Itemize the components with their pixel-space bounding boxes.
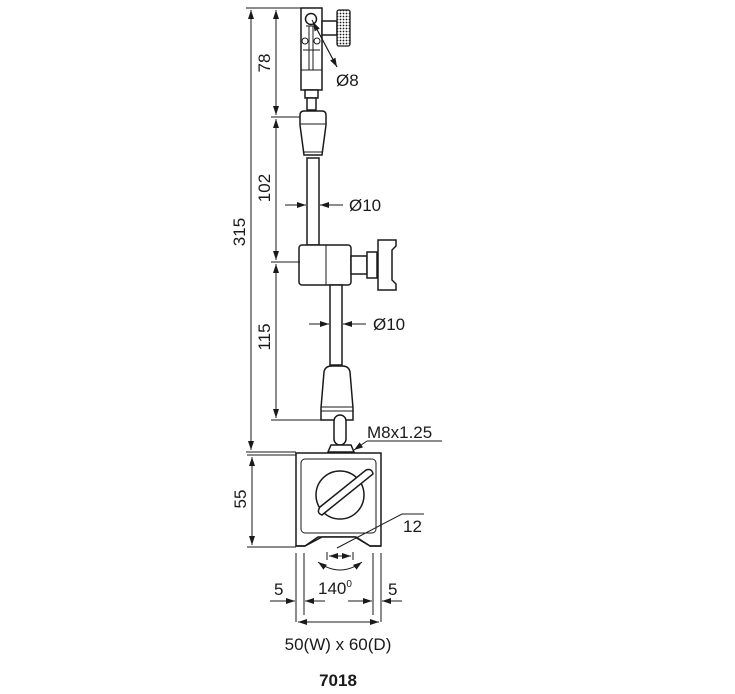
ball-joint xyxy=(333,414,347,446)
center-clamp xyxy=(298,239,397,291)
dim-78: 78 xyxy=(255,54,274,73)
degree-mark: 0 xyxy=(346,579,352,590)
dim-rotation-value: 140 xyxy=(318,579,346,598)
clamp-knob xyxy=(377,239,397,291)
upper-collet xyxy=(299,110,327,156)
fine-adjust-clamp xyxy=(300,7,351,111)
dim-102: 102 xyxy=(255,174,274,202)
upper-rod xyxy=(306,157,320,246)
dim-v-groove: 12 xyxy=(403,517,422,536)
dim-115: 115 xyxy=(255,323,274,350)
dimension-lines xyxy=(246,7,442,625)
switch-lever xyxy=(317,468,374,516)
lower-rod xyxy=(329,284,343,366)
dim-315: 315 xyxy=(230,218,249,246)
magnetic-base xyxy=(295,452,382,547)
model-number: 7018 xyxy=(319,671,357,690)
knurled-knob xyxy=(336,9,351,47)
dim-thread: M8x1.25 xyxy=(367,423,432,442)
dim-55: 55 xyxy=(231,490,250,509)
dim-clamp-hole: Ø8 xyxy=(336,71,359,90)
dim-lower-rod-dia: Ø10 xyxy=(373,315,405,334)
dim-left-margin: 5 xyxy=(274,580,283,599)
dim-upper-rod-dia: Ø10 xyxy=(349,196,381,215)
dim-rotation: 1400 xyxy=(318,579,352,598)
lower-collet xyxy=(320,365,354,421)
dim-right-margin: 5 xyxy=(388,580,397,599)
dim-base-size: 50(W) x 60(D) xyxy=(285,635,392,654)
